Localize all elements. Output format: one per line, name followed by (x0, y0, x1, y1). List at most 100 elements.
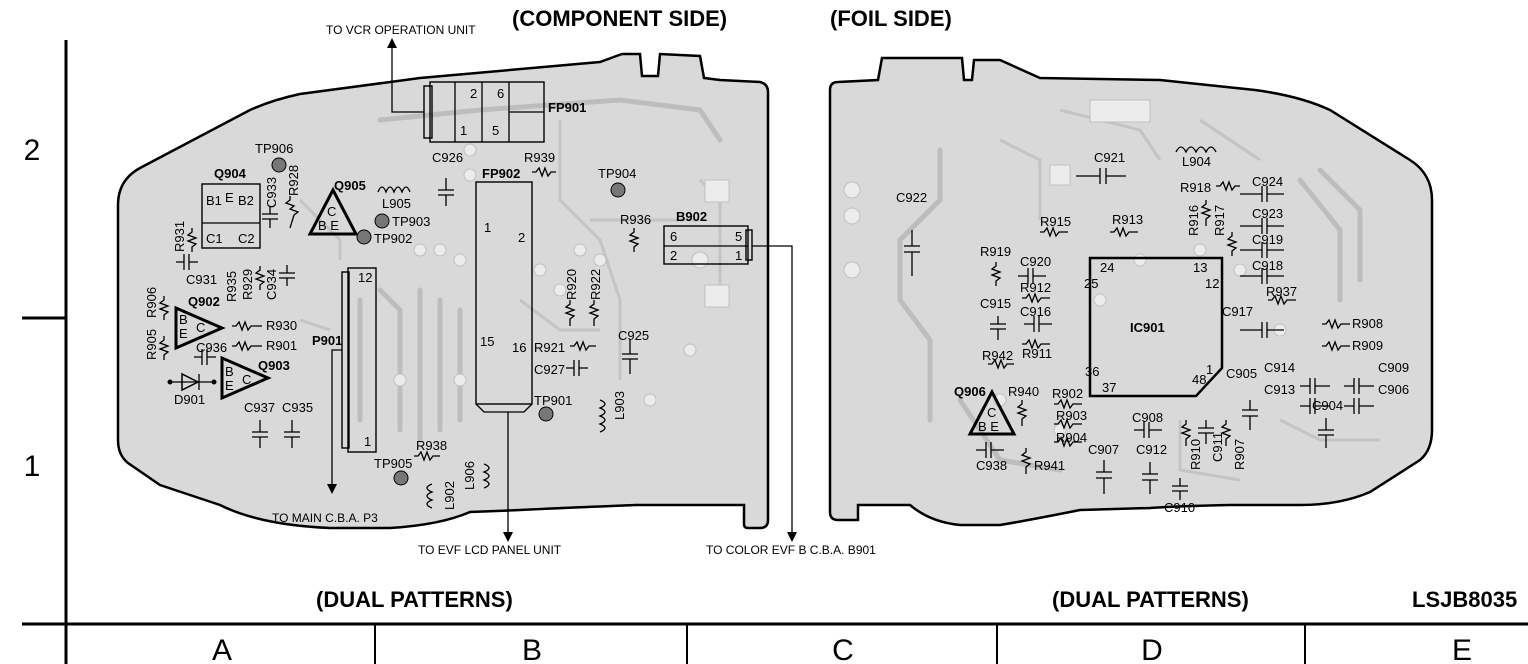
fp901-pin-6: 6 (497, 86, 504, 101)
c908-label: C908 (1132, 410, 1163, 425)
b902-pin-2: 2 (670, 248, 677, 263)
r907-label: R907 (1232, 439, 1247, 470)
q906-transistor: C B E (967, 388, 1017, 436)
q905-pin-c: C (327, 204, 336, 219)
q905-pin-be: B E (318, 218, 339, 233)
r930-label: R930 (266, 318, 297, 333)
tp903-label: TP903 (392, 214, 430, 229)
q904-pin-b1: B1 (206, 193, 222, 208)
r901-label: R901 (266, 338, 297, 353)
grid-col-b: B (522, 634, 542, 664)
q902-transistor: B E C (174, 305, 226, 351)
c936-label: C936 (196, 340, 227, 355)
ic901-pin-13: 13 (1193, 260, 1207, 275)
r919-label: R919 (980, 244, 1011, 259)
test-points (271, 157, 626, 486)
q903-pin-c: C (242, 372, 251, 387)
tp904-label: TP904 (598, 166, 636, 181)
r929-label: R929 (240, 269, 255, 300)
c921-label: C921 (1094, 150, 1125, 165)
b902-pin-5: 5 (735, 229, 742, 244)
c913-label: C913 (1264, 382, 1295, 397)
grid-row-2: 2 (24, 134, 41, 167)
fp902-label: FP902 (482, 166, 520, 181)
q906-pin-be: B E (978, 419, 999, 434)
r937-label: R937 (1266, 284, 1297, 299)
l906-label: L906 (462, 461, 477, 490)
l904-coil (1175, 146, 1217, 154)
q904-pin-c1: C1 (206, 231, 223, 246)
c920-label: C920 (1020, 254, 1051, 269)
c923-label: C923 (1252, 206, 1283, 221)
q902-label: Q902 (188, 294, 220, 309)
q904-transistor: B1 E B2 C1 C2 (201, 183, 261, 249)
c919-label: C919 (1252, 232, 1283, 247)
to-main-note: TO MAIN C.B.A. P3 (272, 511, 378, 525)
r920-label: R920 (564, 269, 579, 300)
r936-label: R936 (620, 212, 651, 227)
foil-side-title: (FOIL SIDE) (830, 6, 952, 31)
r904-label: R904 (1056, 430, 1087, 445)
r931-label: R931 (172, 221, 187, 252)
r939-label: R939 (524, 150, 555, 165)
c918-label: C918 (1252, 258, 1283, 273)
r913-label: R913 (1112, 212, 1143, 227)
component-side-board (116, 52, 770, 530)
r916-label: R916 (1186, 205, 1201, 236)
c911-label: C911 (1210, 432, 1225, 462)
c933-label: C933 (264, 177, 279, 208)
ic901-label: IC901 (1130, 320, 1165, 335)
c924-label: C924 (1252, 174, 1283, 189)
r938-label: R938 (416, 438, 447, 453)
q904-label: Q904 (214, 166, 247, 181)
b902-pin-6: 6 (670, 229, 677, 244)
ic901-pin-25: 25 (1084, 276, 1098, 291)
fp901-connector: 2 6 1 5 (423, 81, 545, 143)
c904-label: C904 (1312, 398, 1343, 413)
q903-pin-b: B (225, 364, 234, 379)
ic901-chip: 24 25 13 12 36 37 48 1 (1084, 256, 1224, 398)
fp901-label: FP901 (548, 100, 586, 115)
dual-patterns-right: (DUAL PATTERNS) (1052, 587, 1249, 612)
r941-label: R941 (1034, 458, 1065, 473)
c905-label: C905 (1226, 366, 1257, 381)
q906-label: Q906 (954, 384, 986, 399)
p901-pin-1: 1 (364, 434, 371, 449)
q903-pin-e: E (225, 378, 234, 393)
ic901-pin-37: 37 (1102, 380, 1116, 395)
fp901-pin-2: 2 (470, 86, 477, 101)
r911-label: R911 (1022, 346, 1052, 361)
l902-label: L902 (442, 481, 457, 510)
ic901-pin-24: 24 (1100, 260, 1114, 275)
tp905-label: TP905 (374, 456, 412, 471)
r903-label: R903 (1056, 408, 1087, 423)
q905-label: Q905 (334, 178, 366, 193)
r912-label: R912 (1020, 280, 1051, 295)
tp901-label: TP901 (534, 393, 572, 408)
c935-label: C935 (282, 400, 313, 415)
b902-label: B902 (676, 209, 707, 224)
grid-col-c: C (832, 634, 854, 664)
document-code: LSJB8035 (1412, 587, 1517, 612)
resistors-right (988, 180, 1350, 474)
q902-pin-b: B (179, 312, 188, 327)
r940-label: R940 (1008, 384, 1039, 399)
q902-pin-c: C (196, 320, 205, 335)
q903-label: Q903 (258, 358, 290, 373)
r935-label: R935 (224, 271, 239, 302)
c910-label: C910 (1164, 500, 1195, 515)
r908-label: R908 (1352, 316, 1383, 331)
l903-label: L903 (612, 391, 627, 420)
l904-label: L904 (1182, 154, 1211, 169)
fp902-pin-2: 2 (518, 230, 525, 245)
d901-diode (167, 372, 217, 392)
coils-left (377, 186, 606, 509)
b902-pin-1: 1 (735, 248, 742, 263)
resistors-left (158, 166, 640, 462)
dual-patterns-left: (DUAL PATTERNS) (316, 587, 513, 612)
c916-label: C916 (1020, 304, 1051, 319)
c922-label: C922 (896, 190, 927, 205)
c909-label: C909 (1378, 360, 1409, 375)
ic901-pin-48: 48 (1192, 372, 1206, 387)
